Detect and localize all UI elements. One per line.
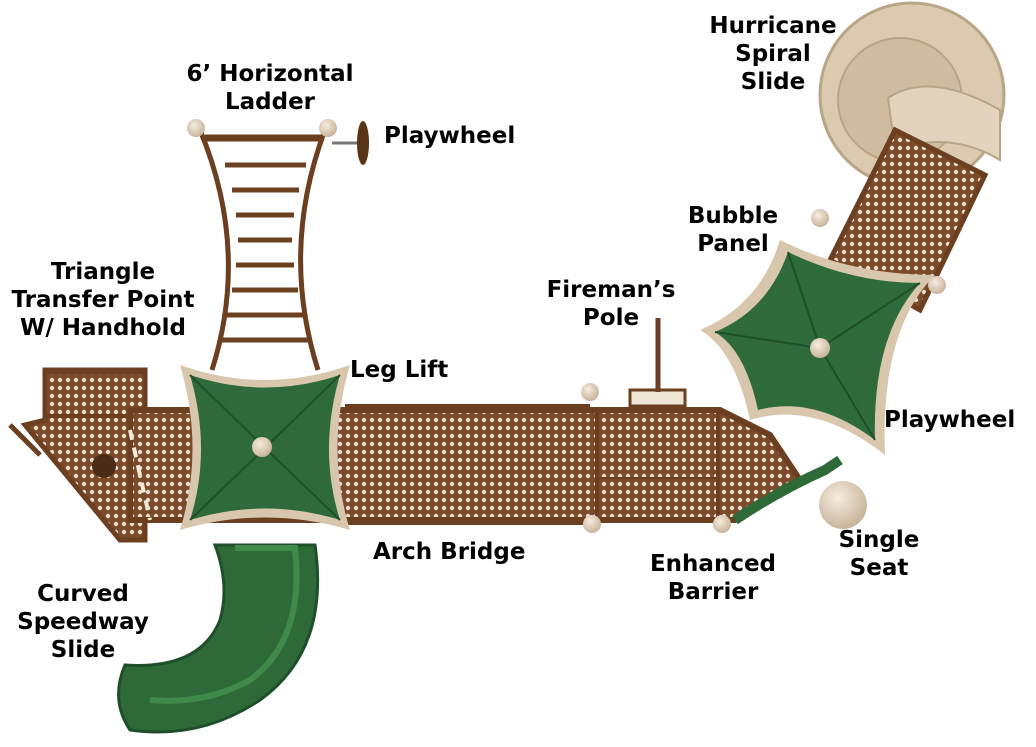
playwheel-top <box>332 121 369 165</box>
label-bubble-panel: Bubble Panel <box>687 203 779 258</box>
left-roof <box>180 365 350 530</box>
hurricane-spiral-slide <box>818 1 1006 189</box>
label-playwheel-right: Playwheel <box>884 407 1016 433</box>
label-single-seat: Single Seat <box>838 527 920 582</box>
label-horizontal-ladder: 6’ Horizontal Ladder <box>186 61 354 116</box>
label-enhanced-barrier: Enhanced Barrier <box>649 551 777 606</box>
label-hurricane-spiral-slide: Hurricane Spiral Slide <box>709 13 837 96</box>
label-curved-speedway-slide: Curved Speedway Slide <box>17 581 149 664</box>
label-firemans-pole: Fireman’s Pole <box>546 277 676 332</box>
horizontal-ladder <box>197 129 328 371</box>
label-triangle-transfer-point: Triangle Transfer Point W/ Handhold <box>11 259 195 342</box>
label-playwheel-top: Playwheel <box>384 123 516 149</box>
triangle-transfer-point <box>8 367 148 543</box>
firemans-pole <box>628 318 687 408</box>
upper-ramp-deck <box>811 126 989 314</box>
curved-speedway-slide <box>117 543 320 734</box>
enhanced-barrier <box>732 455 843 525</box>
label-leg-lift: Leg Lift <box>350 357 449 383</box>
label-arch-bridge: Arch Bridge <box>373 539 526 565</box>
right-roof <box>700 240 935 455</box>
single-seat <box>819 481 867 529</box>
